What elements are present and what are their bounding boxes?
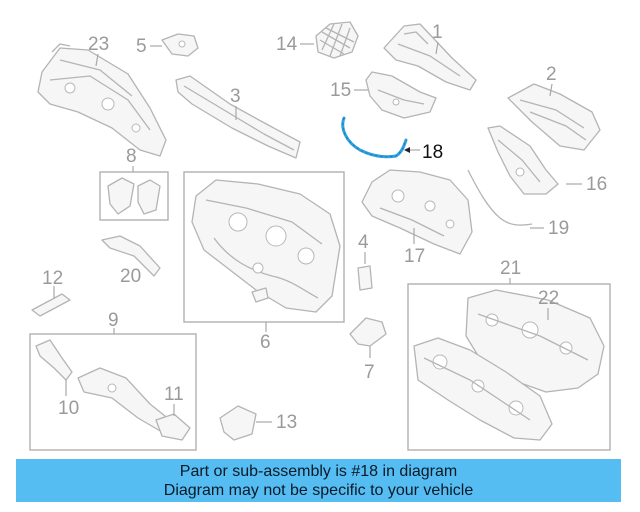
box-group-9: [29, 333, 197, 451]
part-16-wire-harness: [487, 125, 559, 195]
part-1-cowl-top: [383, 23, 477, 91]
part-6-dash-panel-main: [191, 179, 341, 313]
label-4: 4: [358, 232, 369, 253]
info-banner: Part or sub-assembly is #18 in diagram D…: [16, 459, 621, 502]
label-14: 14: [276, 34, 298, 55]
label-1: 1: [432, 22, 443, 43]
label-19: 19: [548, 218, 569, 239]
label-21: 21: [500, 258, 521, 279]
label-23: 23: [88, 34, 109, 55]
label-7: 7: [364, 362, 375, 383]
part-23-dash-panel: [37, 43, 167, 157]
part-20-bracket: [101, 235, 161, 277]
label-10: 10: [58, 398, 79, 419]
part-17-insulator: [361, 169, 473, 255]
label-16: 16: [586, 174, 607, 195]
label-20: 20: [120, 266, 141, 287]
part-18-highlighted: [341, 116, 408, 159]
label-11: 11: [164, 384, 184, 405]
label-8: 8: [126, 146, 137, 167]
part-2-cowl-panel-right: [507, 83, 601, 151]
box-group-8: [99, 171, 169, 221]
part-9-side-members: [35, 339, 191, 441]
label-15: 15: [330, 80, 351, 101]
part-15-cowl-bracket: [365, 71, 437, 119]
part-13-bracket: [219, 405, 257, 441]
label-13: 13: [276, 412, 297, 433]
part-18-shape: [341, 116, 408, 159]
label-18: 18: [422, 142, 443, 163]
part-12-strip: [31, 286, 71, 317]
part-22-dash-insulator-assembly: [413, 289, 605, 441]
part-3-cowl-reinforcement: [175, 75, 301, 159]
label-9: 9: [108, 310, 119, 331]
label-22: 22: [538, 288, 559, 309]
label-5: 5: [136, 36, 147, 57]
label-2: 2: [546, 64, 557, 85]
banner-line-1: Part or sub-assembly is #18 in diagram: [179, 462, 458, 480]
banner-line-2: Diagram may not be specific to your vehi…: [163, 481, 474, 499]
label-17: 17: [404, 246, 425, 267]
part-7-bracket: [349, 317, 387, 358]
part-5-bracket: [161, 33, 199, 57]
label-6: 6: [260, 332, 271, 353]
part-19-wire: [467, 169, 533, 226]
label-12: 12: [42, 268, 63, 289]
part-14-vent-grille: [315, 21, 359, 59]
part-8-brackets: [107, 177, 161, 215]
part-4-clip: [357, 265, 373, 291]
box-group-6: [183, 171, 345, 323]
label-3: 3: [230, 86, 241, 107]
box-group-21: [407, 283, 611, 451]
